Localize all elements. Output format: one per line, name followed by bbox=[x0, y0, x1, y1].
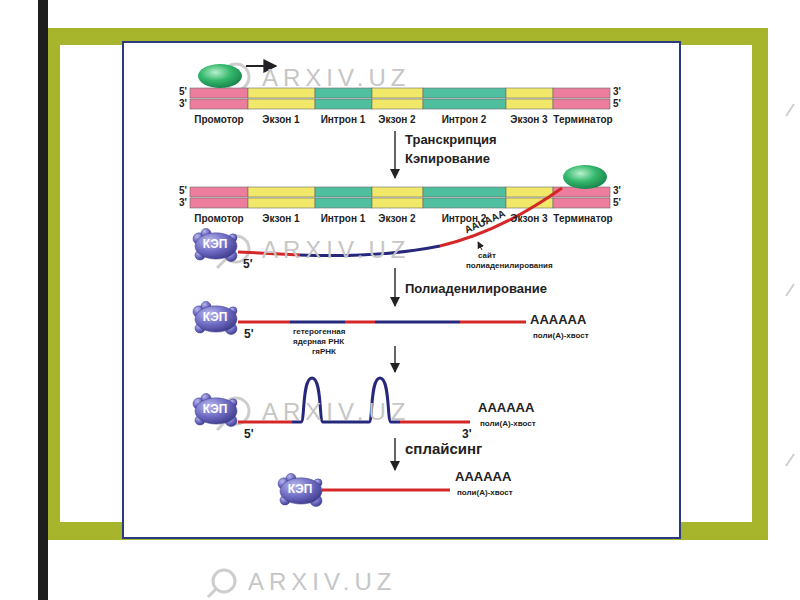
poly-a-sequence: AAAAAA bbox=[530, 313, 586, 328]
dna-segment bbox=[372, 198, 423, 208]
site-label: сайт bbox=[478, 251, 496, 260]
rna-label: гетерогенная bbox=[293, 327, 345, 336]
leader-arrow bbox=[478, 242, 482, 250]
strand-end: 5' bbox=[244, 328, 254, 342]
dna-segment bbox=[372, 99, 423, 109]
cap-structure: КЭП bbox=[275, 473, 325, 507]
cap-label: КЭП bbox=[275, 473, 325, 497]
cap-structure: КЭП bbox=[190, 301, 240, 335]
dna-segment bbox=[423, 187, 506, 197]
step-label: сплайсинг bbox=[405, 440, 482, 457]
dna-segment bbox=[553, 198, 610, 208]
region-label: Экзон 2 bbox=[378, 213, 415, 225]
cap-label: КЭП bbox=[190, 228, 240, 252]
figure-frame bbox=[123, 42, 680, 538]
dna-segment bbox=[506, 88, 553, 98]
watermark: ARXIV.UZ bbox=[248, 568, 396, 596]
region-label: Экзон 1 bbox=[262, 213, 299, 225]
dna-segment bbox=[315, 99, 372, 109]
poly-a-label: поли(А)-хвост bbox=[457, 488, 513, 497]
dna-segment bbox=[423, 88, 506, 98]
region-label: Интрон 1 bbox=[321, 213, 366, 225]
dna-segment bbox=[248, 198, 315, 208]
dna-segment bbox=[190, 198, 248, 208]
step-label: Кэпирование bbox=[405, 152, 490, 167]
strand-end: 3' bbox=[613, 185, 621, 197]
cap-structure: КЭП bbox=[190, 393, 240, 427]
dna-segment bbox=[315, 198, 372, 208]
cap-label: КЭП bbox=[190, 393, 240, 417]
poly-a-label: поли(А)-хвост bbox=[480, 419, 536, 428]
watermark: ARXIV.UZ bbox=[262, 236, 410, 264]
dna-segment bbox=[248, 187, 315, 197]
strand-end: 5' bbox=[613, 98, 621, 110]
dna-strands bbox=[190, 88, 610, 208]
dna-segment bbox=[553, 99, 610, 109]
step-label: Транскрипция bbox=[405, 133, 497, 148]
dna-segment bbox=[315, 187, 372, 197]
poly-a-label: поли(А)-хвост bbox=[533, 331, 589, 340]
watermark: ARXIV.UZ bbox=[262, 398, 410, 426]
dna-segment bbox=[190, 187, 248, 197]
region-label: Терминатор bbox=[553, 114, 612, 126]
region-label: Экзон 2 bbox=[378, 114, 415, 126]
dna-segment bbox=[372, 187, 423, 197]
site-label: полиаденилирования bbox=[466, 261, 553, 270]
strand-end: 5' bbox=[613, 197, 621, 209]
strand-end: 3' bbox=[462, 428, 472, 442]
region-label: Терминатор bbox=[553, 213, 612, 225]
region-label: Экзон 3 bbox=[510, 114, 547, 126]
strand-end: 5' bbox=[179, 185, 187, 197]
rna-label: ядерная РНК bbox=[293, 337, 344, 346]
cap-label: КЭП bbox=[190, 301, 240, 325]
region-label: Экзон 1 bbox=[262, 114, 299, 126]
poly-a-sequence: AAAAAA bbox=[455, 470, 511, 485]
dna-segment bbox=[423, 198, 506, 208]
dna-segment bbox=[248, 99, 315, 109]
poly-a-sequence: AAAAAA bbox=[478, 401, 534, 416]
step-label: Полиаденилирование bbox=[405, 282, 547, 297]
region-label: Экзон 3 bbox=[510, 213, 547, 225]
strand-end: 5' bbox=[243, 258, 253, 272]
rna-polymerase bbox=[563, 165, 607, 189]
dna-segment bbox=[506, 187, 553, 197]
region-label: Промотор bbox=[194, 213, 243, 225]
mrna-strand bbox=[322, 489, 450, 492]
region-label: Промотор bbox=[194, 114, 243, 126]
region-label: Интрон 2 bbox=[442, 114, 487, 126]
dna-segment bbox=[506, 99, 553, 109]
strand-end: 5' bbox=[244, 428, 254, 442]
side-bar bbox=[38, 0, 48, 600]
watermark: ARXIV.UZ bbox=[262, 64, 410, 92]
strand-end: 3' bbox=[179, 98, 187, 110]
dna-segment bbox=[190, 88, 248, 98]
rna-polymerase bbox=[198, 64, 242, 88]
strand-end: 3' bbox=[179, 197, 187, 209]
dna-segment bbox=[553, 88, 610, 98]
dna-segment bbox=[423, 99, 506, 109]
dna-segment bbox=[190, 99, 248, 109]
strand-end: 3' bbox=[613, 86, 621, 98]
hnrna-strand bbox=[238, 321, 526, 324]
slide-marks bbox=[786, 104, 794, 466]
strand-end: 5' bbox=[179, 86, 187, 98]
slide-frame bbox=[48, 28, 768, 540]
cap-structure: КЭП bbox=[190, 228, 240, 262]
rna-label: гяРНК bbox=[312, 347, 336, 356]
region-label: Интрон 1 bbox=[321, 114, 366, 126]
